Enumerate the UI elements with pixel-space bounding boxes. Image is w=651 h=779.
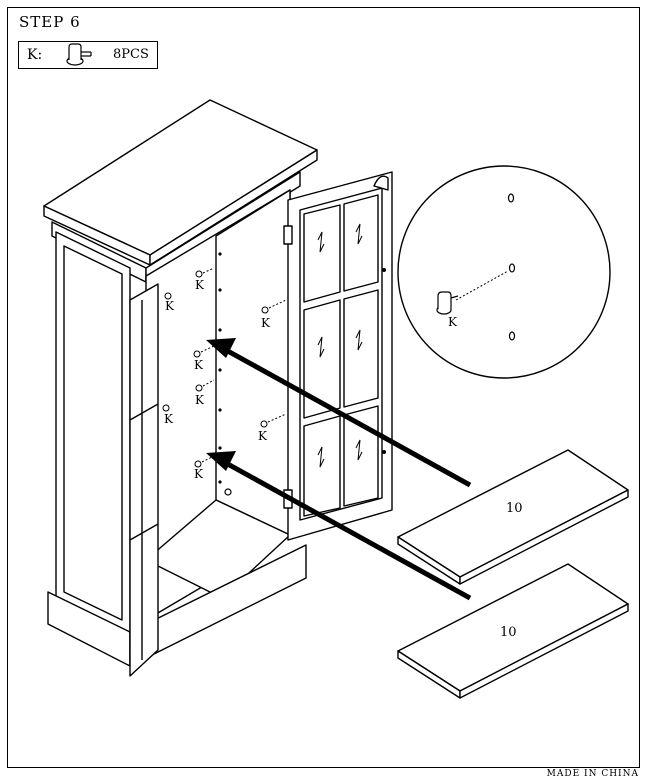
insert-arrow-shaft xyxy=(224,347,472,488)
page-frame xyxy=(7,7,640,768)
left-door-rail-2 xyxy=(129,523,159,541)
insert-arrow-shaft xyxy=(224,460,472,601)
shelf-pin-icon xyxy=(66,43,92,66)
cabinet-left-inset xyxy=(63,245,123,621)
detail-pin-hole xyxy=(508,331,516,341)
glass-reflection xyxy=(355,223,363,245)
shelf-label: 10 xyxy=(506,501,523,516)
pin-hole xyxy=(218,252,222,256)
pin-hole xyxy=(218,328,222,332)
detail-view-circle xyxy=(397,165,611,379)
pin-callout-label: K xyxy=(194,358,204,372)
pin-callout-label: K xyxy=(195,393,205,407)
glass-reflection xyxy=(317,336,325,358)
pin-hole xyxy=(218,408,222,412)
shelf-label: 10 xyxy=(500,625,517,640)
pin-hole xyxy=(218,288,222,292)
pin-hole xyxy=(218,446,222,450)
door-knob xyxy=(382,450,386,454)
door-pane xyxy=(303,299,341,419)
shelf-pin xyxy=(195,379,215,392)
insert-arrowhead xyxy=(206,451,236,471)
glass-reflection xyxy=(317,446,325,468)
shelf-pin xyxy=(193,345,215,358)
detail-guide-line xyxy=(455,270,509,301)
door-pane xyxy=(343,405,379,507)
left-door[interactable] xyxy=(129,283,159,677)
shelf-board-upper-front xyxy=(459,489,629,585)
pin-callout-label: K xyxy=(165,299,175,313)
pin-hole xyxy=(218,368,222,372)
door-pane xyxy=(343,194,379,292)
shelf-pin xyxy=(195,267,215,278)
pin-hole xyxy=(218,480,222,484)
detail-pin-hole xyxy=(507,193,515,203)
shelf-pin xyxy=(260,413,287,428)
shelf-board-lower-front xyxy=(459,603,629,699)
shelf-pin xyxy=(162,404,170,412)
pin-callout-label: K xyxy=(261,316,271,330)
glass-reflection xyxy=(355,329,363,351)
step-title: STEP 6 xyxy=(19,13,81,31)
footer-note: MADE IN CHINA xyxy=(546,769,639,779)
detail-callout-label: K xyxy=(448,315,458,329)
door-finial xyxy=(373,175,389,191)
insert-arrowhead xyxy=(206,338,236,358)
door-knob xyxy=(382,268,386,272)
pin-callout-label: K xyxy=(258,429,268,443)
door-pane xyxy=(343,289,379,408)
door-pane xyxy=(303,415,341,517)
parts-list-box: K: 8PCS xyxy=(18,41,158,69)
part-letter: K: xyxy=(27,47,43,63)
door-pane xyxy=(303,204,341,303)
hinge xyxy=(283,225,293,245)
shelf-pin xyxy=(194,455,215,468)
left-door-rail-1 xyxy=(129,403,159,421)
glass-reflection xyxy=(317,231,325,253)
detail-pin-hole xyxy=(508,263,516,273)
shelf-pin xyxy=(164,292,172,300)
part-quantity: 8PCS xyxy=(113,47,149,62)
cam-hole xyxy=(224,488,232,496)
pin-callout-label: K xyxy=(195,278,205,292)
cabinet-top-front-edge xyxy=(149,149,318,266)
pin-callout-label: K xyxy=(164,412,174,426)
glass-reflection xyxy=(355,439,363,461)
pin-callout-label: K xyxy=(194,467,204,481)
shelf-pin xyxy=(261,299,287,314)
shelf-pin-icon xyxy=(436,291,459,315)
